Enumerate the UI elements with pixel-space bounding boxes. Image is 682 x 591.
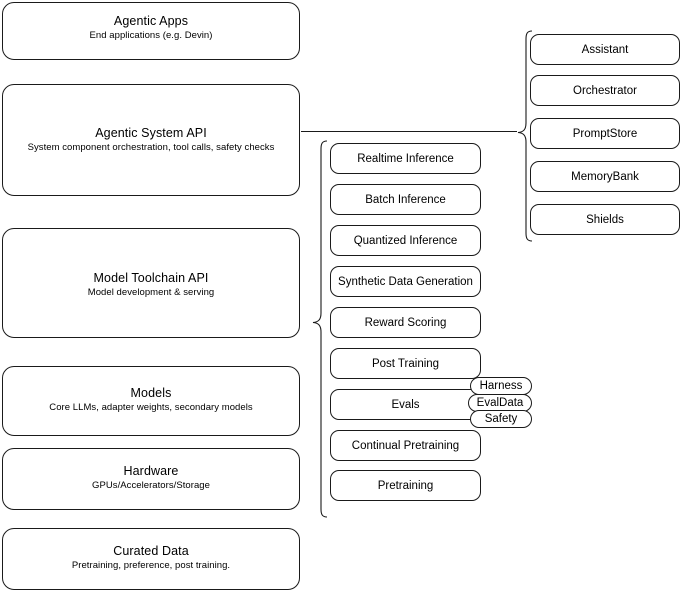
toolchain-chip-quantized-inference[interactable]: Quantized Inference: [330, 225, 481, 256]
chip-label: MemoryBank: [571, 170, 639, 183]
pill-label: Harness: [479, 380, 523, 392]
chip-label: Synthetic Data Generation: [338, 275, 473, 288]
layer-box-hardware[interactable]: Hardware GPUs/Accelerators/Storage: [2, 448, 300, 510]
chip-label: Evals: [391, 398, 420, 411]
chip-label: Realtime Inference: [357, 152, 454, 165]
connector-line-system-api-to-components: [301, 131, 517, 132]
pill-label: EvalData: [476, 397, 524, 409]
system-chip-assistant[interactable]: Assistant: [530, 34, 680, 65]
brace-agentic-system-components: [513, 30, 533, 242]
toolchain-chip-pretraining[interactable]: Pretraining: [330, 470, 481, 501]
layer-title: Models: [130, 386, 172, 400]
toolchain-chip-realtime-inference[interactable]: Realtime Inference: [330, 143, 481, 174]
brace-model-toolchain: [308, 140, 328, 518]
layer-title: Model Toolchain API: [93, 271, 209, 285]
evals-pill-harness[interactable]: Harness: [470, 377, 532, 395]
layer-box-model-toolchain-api[interactable]: Model Toolchain API Model development & …: [2, 228, 300, 338]
chip-label: Pretraining: [377, 479, 434, 492]
toolchain-chip-synthetic-data-generation[interactable]: Synthetic Data Generation: [330, 266, 481, 297]
layer-title: Curated Data: [113, 544, 189, 558]
toolchain-chip-evals[interactable]: Evals: [330, 389, 481, 420]
layer-box-curated-data[interactable]: Curated Data Pretraining, preference, po…: [2, 528, 300, 590]
layer-subtitle: Core LLMs, adapter weights, secondary mo…: [49, 402, 253, 413]
layer-subtitle: System component orchestration, tool cal…: [27, 142, 275, 153]
toolchain-chip-batch-inference[interactable]: Batch Inference: [330, 184, 481, 215]
layer-title: Agentic System API: [95, 126, 207, 140]
chip-label: Post Training: [371, 357, 440, 370]
layer-subtitle: Model development & serving: [87, 287, 215, 298]
system-chip-orchestrator[interactable]: Orchestrator: [530, 75, 680, 106]
chip-label: Assistant: [581, 43, 629, 56]
layer-box-agentic-system-api[interactable]: Agentic System API System component orch…: [2, 84, 300, 196]
pill-label: Safety: [484, 413, 518, 425]
chip-label: Quantized Inference: [353, 234, 458, 247]
layer-box-models[interactable]: Models Core LLMs, adapter weights, secon…: [2, 366, 300, 436]
system-chip-memorybank[interactable]: MemoryBank: [530, 161, 680, 192]
chip-label: Continual Pretraining: [351, 439, 460, 452]
layer-subtitle: GPUs/Accelerators/Storage: [92, 480, 210, 491]
layer-title: Hardware: [123, 464, 179, 478]
layer-subtitle: End applications (e.g. Devin): [89, 30, 213, 41]
system-chip-promptstore[interactable]: PromptStore: [530, 118, 680, 149]
chip-label: Reward Scoring: [364, 316, 447, 329]
toolchain-chip-reward-scoring[interactable]: Reward Scoring: [330, 307, 481, 338]
chip-label: PromptStore: [572, 127, 638, 140]
evals-pill-safety[interactable]: Safety: [470, 410, 532, 428]
layer-subtitle: Pretraining, preference, post training.: [71, 560, 231, 571]
layer-box-agentic-apps[interactable]: Agentic Apps End applications (e.g. Devi…: [2, 2, 300, 60]
system-chip-shields[interactable]: Shields: [530, 204, 680, 235]
chip-label: Batch Inference: [365, 193, 446, 206]
toolchain-chip-post-training[interactable]: Post Training: [330, 348, 481, 379]
layer-title: Agentic Apps: [113, 14, 189, 28]
chip-label: Shields: [586, 213, 624, 226]
chip-label: Orchestrator: [573, 84, 637, 97]
toolchain-chip-continual-pretraining[interactable]: Continual Pretraining: [330, 430, 481, 461]
